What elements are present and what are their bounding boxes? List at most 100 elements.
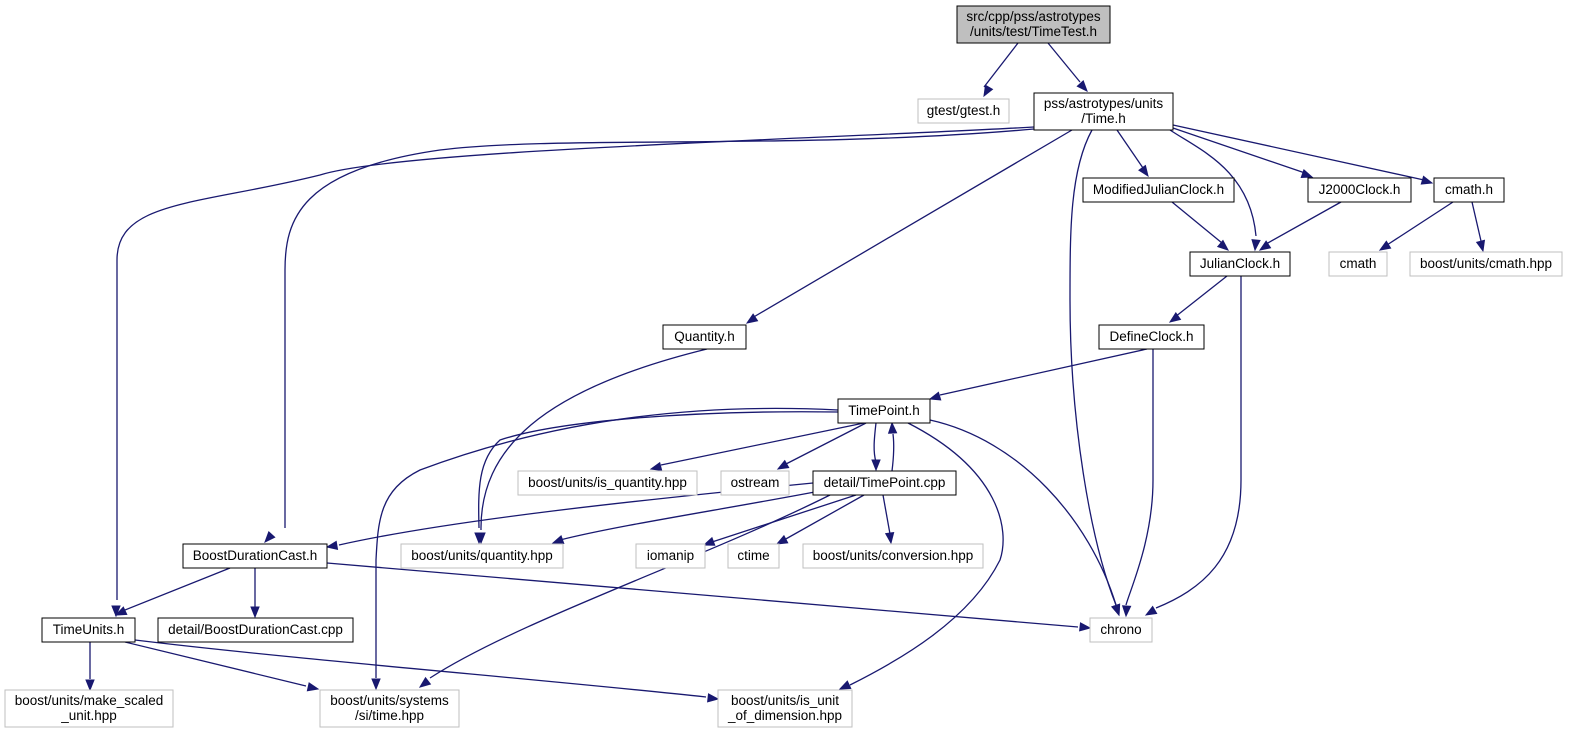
node-label: JulianClock.h (1200, 256, 1280, 271)
node-box (1089, 617, 1153, 643)
node-iomanip: iomanip (635, 543, 706, 569)
node-box (1409, 251, 1563, 277)
edge-arrowhead (1168, 312, 1182, 323)
nodes-layer: src/cpp/pss/astrotypes/units/test/TimeTe… (4, 5, 1563, 728)
node-box (400, 543, 564, 569)
edge-time-to-mjc (1116, 129, 1149, 178)
edge-line (375, 407, 839, 678)
node-cmath: cmath (1328, 251, 1388, 277)
edge-j2000-to-julian (1258, 201, 1342, 251)
node-bust: boost/units/systems/si/time.hpp (319, 689, 460, 728)
edge-arrowhead (1420, 175, 1434, 185)
edge-cmathh-to-cmath (1378, 201, 1454, 251)
edge-line (1069, 129, 1117, 606)
edge-arrowhead (775, 534, 789, 545)
edge-timepoint-to-buq (474, 411, 839, 545)
node-box (319, 689, 460, 728)
edge-line (124, 567, 231, 611)
node-label: src/cpp/pss/astrotypes (966, 9, 1101, 24)
node-label: cmath (1340, 256, 1377, 271)
edge-line (559, 490, 821, 541)
node-box (837, 398, 931, 424)
node-label: BoostDurationCast.h (193, 548, 318, 563)
node-root[interactable]: src/cpp/pss/astrotypes/units/test/TimeTe… (956, 5, 1111, 44)
node-label: gtest/gtest.h (927, 103, 1001, 118)
node-label: boost/units/quantity.hpp (411, 548, 553, 563)
edge-time-to-cmathh (1172, 124, 1434, 185)
node-label: iomanip (647, 548, 694, 563)
node-bdc[interactable]: BoostDurationCast.h (182, 543, 328, 569)
edge-arrowhead (871, 459, 881, 472)
node-j2000[interactable]: J2000Clock.h (1307, 177, 1412, 203)
edge-line (1265, 201, 1342, 245)
node-tpcpp[interactable]: detail/TimePoint.cpp (812, 470, 957, 496)
node-box (157, 617, 354, 643)
edge-line (429, 494, 831, 679)
edge-line (326, 562, 1079, 628)
edge-arrowhead (1111, 603, 1121, 617)
edge-timepoint-to-tpcpp (871, 422, 881, 472)
node-bums: boost/units/make_scaled_unit.hpp (4, 689, 174, 728)
node-box (1189, 251, 1291, 277)
node-quantityh[interactable]: Quantity.h (662, 324, 747, 350)
edge-arrowhead (838, 680, 852, 690)
edge-line (1471, 201, 1482, 242)
edge-line (480, 348, 708, 531)
node-box (517, 470, 698, 496)
node-julian[interactable]: JulianClock.h (1189, 251, 1291, 277)
edge-line (882, 494, 891, 535)
edge-timeunits-to-bums (85, 642, 95, 692)
edge-time-to-j2000 (1172, 127, 1314, 178)
node-label: _of_dimension.hpp (727, 708, 842, 723)
edge-line (1172, 127, 1306, 174)
edge-line (1155, 276, 1242, 609)
edge-arrowhead (776, 459, 790, 470)
edge-arrowhead (983, 84, 994, 98)
edge-root-to-gtest (983, 42, 1019, 98)
edge-bdc-to-bdccpp (250, 568, 260, 619)
node-label: boost/units/conversion.hpp (813, 548, 974, 563)
node-box (1033, 92, 1174, 131)
node-isq: boost/units/is_quantity.hpp (517, 470, 698, 496)
edge-line (1169, 129, 1257, 237)
edge-time-to-julian (1169, 129, 1261, 252)
edge-arrowhead (928, 391, 942, 401)
edge-arrowhead (1121, 605, 1132, 618)
edge-line (929, 419, 1117, 606)
edge-arrowhead (1300, 169, 1314, 178)
node-bucmath: boost/units/cmath.hpp (1409, 251, 1563, 277)
edge-cmathh-to-bucmath (1471, 201, 1486, 253)
node-buq: boost/units/quantity.hpp (400, 543, 564, 569)
edge-arrowhead (306, 682, 320, 692)
node-label: /Time.h (1081, 111, 1126, 126)
edge-line (983, 42, 1019, 88)
node-bdccpp[interactable]: detail/BoostDurationCast.cpp (157, 617, 354, 643)
node-box (956, 5, 1111, 44)
edge-bdc-to-timeunits (114, 567, 231, 616)
node-timeunits[interactable]: TimeUnits.h (41, 617, 136, 643)
edge-defclock-to-timepoint (928, 348, 1148, 401)
edge-arrowhead (887, 421, 898, 434)
node-ostream: ostream (720, 470, 790, 496)
node-box (635, 543, 706, 569)
node-label: DefineClock.h (1109, 329, 1193, 344)
edge-timeunits-to-buiud (134, 639, 720, 703)
edge-arrowhead (85, 679, 95, 692)
edge-arrowhead (702, 536, 716, 546)
edge-line (783, 494, 865, 541)
edge-line (284, 128, 1035, 528)
edge-line (785, 422, 867, 465)
edge-line (751, 129, 1073, 319)
edge-arrowhead (551, 535, 565, 544)
node-cmathh[interactable]: cmath.h (1433, 177, 1505, 203)
edge-line (1386, 201, 1454, 246)
node-mjc[interactable]: ModifiedJulianClock.h (1082, 177, 1235, 203)
edge-root-to-time (1047, 42, 1088, 92)
node-chrono: chrono (1089, 617, 1153, 643)
edge-arrowhead (418, 676, 432, 688)
node-time[interactable]: pss/astrotypes/units/Time.h (1033, 92, 1174, 131)
node-timepoint[interactable]: TimePoint.h (837, 398, 931, 424)
node-defclock[interactable]: DefineClock.h (1098, 324, 1205, 350)
node-buconv: boost/units/conversion.hpp (802, 543, 984, 569)
edge-line (1125, 349, 1154, 606)
